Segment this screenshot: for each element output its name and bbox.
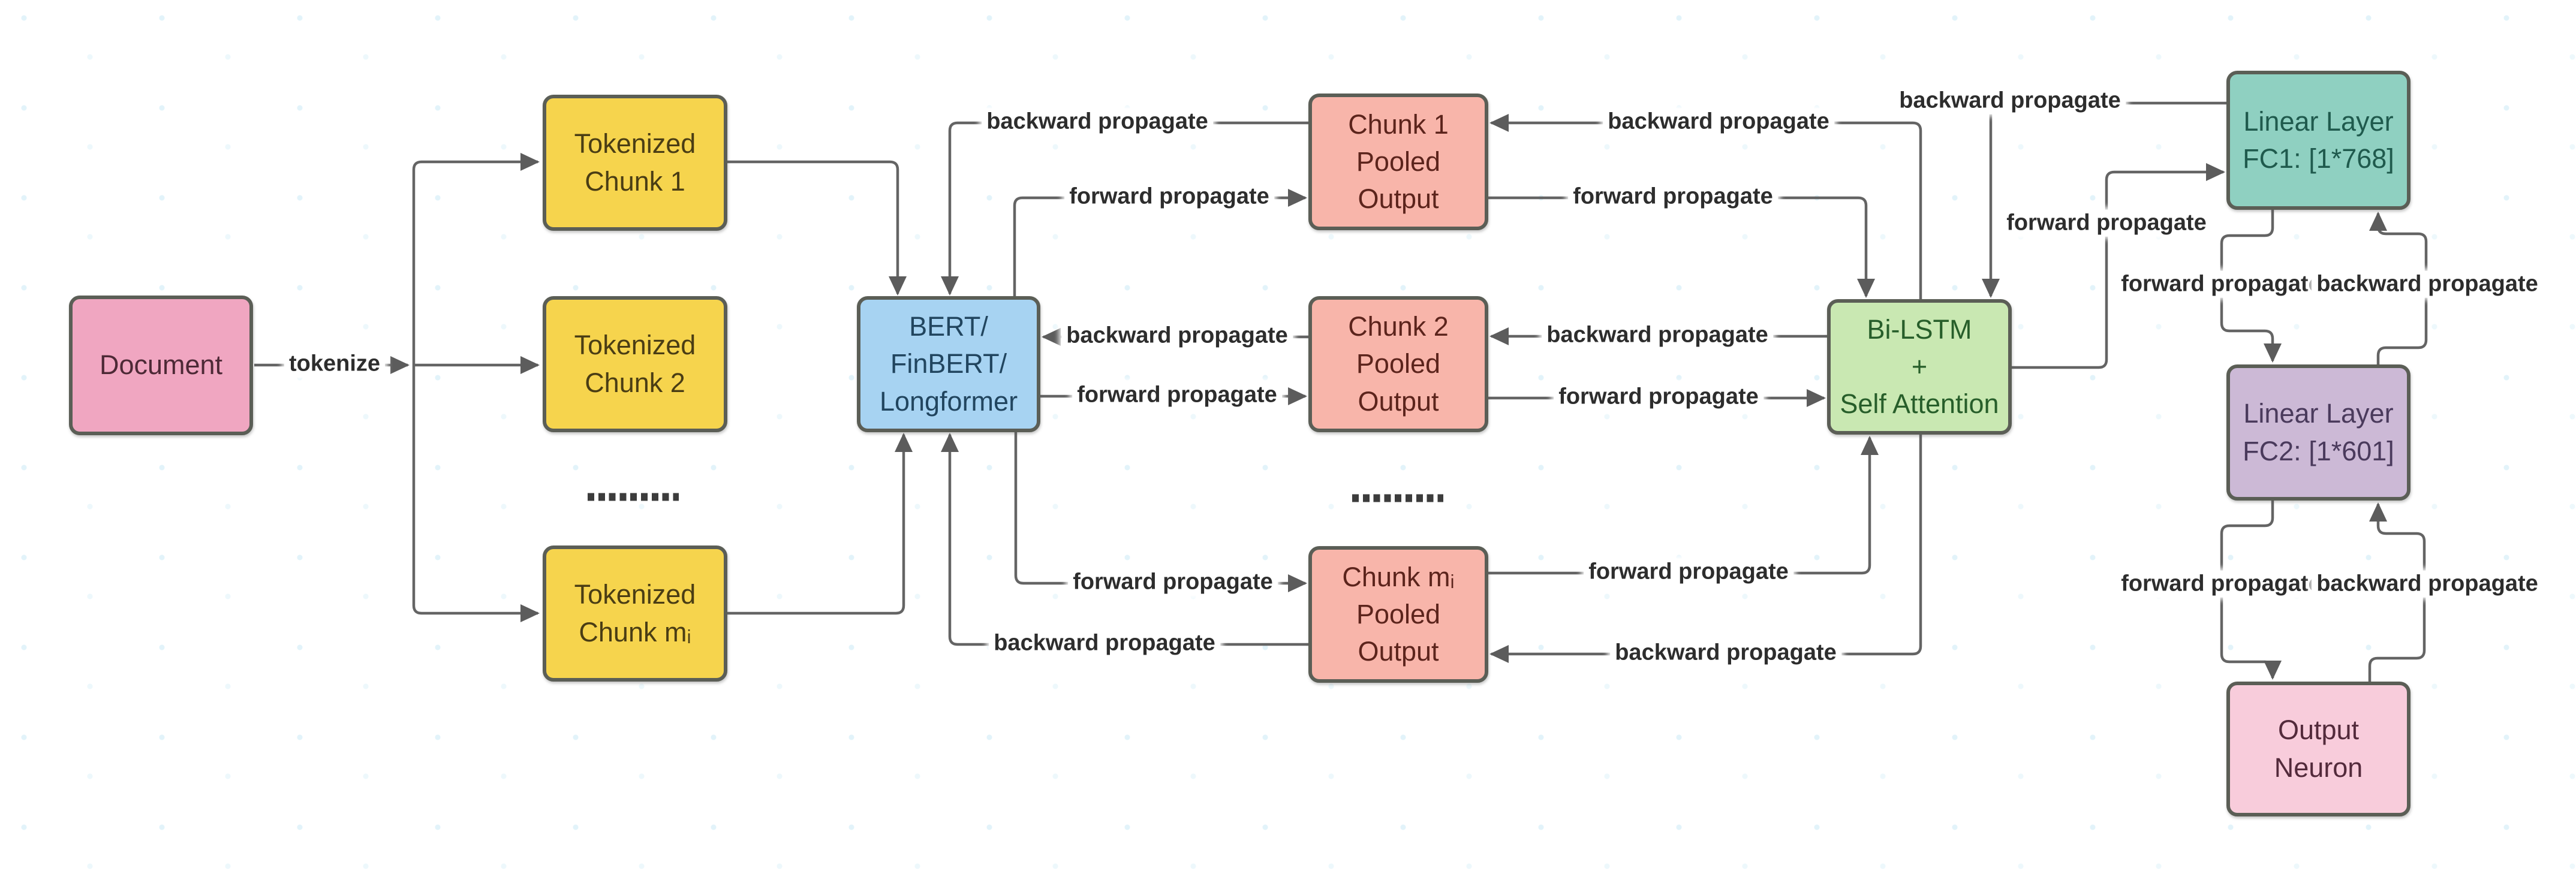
ellipsis-dashes-tokenized-ellipsis bbox=[588, 493, 679, 501]
edge-label-pool2-forward-to-bilstm: forward propagate bbox=[1554, 383, 1764, 411]
edge-label-pool1-backward-to-bert: backward propagate bbox=[982, 108, 1213, 135]
node-bilstm: Bi-LSTM + Self Attention bbox=[1827, 299, 2012, 435]
edge-bert-forward-to-poolm bbox=[1014, 432, 1307, 592]
edge-chunk1-to-bert bbox=[727, 160, 907, 296]
edge-pool1-backward-to-bert bbox=[941, 121, 1308, 296]
edge-label-fc2-forward-to-output: forward propagate bbox=[2116, 570, 2326, 598]
edge-branch-to-chunkm bbox=[412, 365, 540, 622]
edge-label-fc1-backward-to-bilstm: backward propagate bbox=[1894, 87, 2126, 114]
edge-label-poolm-forward-to-bilstm: forward propagate bbox=[1584, 558, 1793, 586]
node-label: Tokenized Chunk 1 bbox=[574, 128, 696, 197]
edge-label-bert-forward-to-pool2: forward propagate bbox=[1072, 381, 1282, 409]
node-chunk-m-pooled-output: Chunk mᵢ Pooled Output bbox=[1308, 546, 1488, 683]
edge-label-output-backward-to-fc2: backward propagate bbox=[2312, 570, 2543, 598]
edge-label-bilstm-backward-to-pool2: backward propagate bbox=[1542, 321, 1773, 349]
edge-label-tokenize: tokenize bbox=[284, 350, 386, 378]
edge-poolm-backward-to-bert bbox=[941, 433, 1308, 646]
node-label: BERT/ FinBERT/ Longformer bbox=[879, 311, 1018, 417]
edge-label-fc1-forward-to-fc2: forward propagate bbox=[2116, 270, 2326, 298]
edge-chunkm-to-bert bbox=[727, 433, 913, 615]
node-chunk-2-pooled-output: Chunk 2 Pooled Output bbox=[1308, 296, 1488, 432]
edge-label-poolm-backward-to-bert: backward propagate bbox=[989, 629, 1220, 657]
node-tokenized-chunk-2: Tokenized Chunk 2 bbox=[543, 296, 727, 432]
edge-label-bert-forward-to-poolm: forward propagate bbox=[1068, 568, 1278, 596]
edge-poolm-forward-to-bilstm bbox=[1488, 436, 1879, 575]
edge-pool1-forward-to-bilstm bbox=[1488, 196, 1875, 298]
node-output-neuron: Output Neuron bbox=[2226, 682, 2411, 816]
edge-label-bilstm-backward-to-poolm: backward propagate bbox=[1610, 639, 1841, 667]
edge-label-bilstm-forward-to-fc1: forward propagate bbox=[2002, 209, 2211, 237]
edge-label-pool1-forward-to-bilstm: forward propagate bbox=[1568, 183, 1778, 210]
edge-bilstm-backward-to-poolm bbox=[1489, 435, 1922, 663]
edge-fc1-backward-to-bilstm bbox=[1982, 101, 2226, 298]
edge-label-pool2-backward-to-bert: backward propagate bbox=[1061, 322, 1293, 349]
node-tokenized-chunk-1: Tokenized Chunk 1 bbox=[543, 95, 727, 231]
node-label: Bi-LSTM + Self Attention bbox=[1840, 314, 1999, 420]
node-tokenized-chunk-m: Tokenized Chunk mᵢ bbox=[543, 546, 727, 682]
ellipsis-dashes-pooled-ellipsis bbox=[1352, 494, 1443, 502]
node-label: Linear Layer FC2: [1*601] bbox=[2243, 398, 2394, 466]
node-linear-layer-fc1: Linear Layer FC1: [1*768] bbox=[2226, 71, 2411, 210]
edge-bilstm-backward-to-pool1 bbox=[1489, 114, 1922, 299]
edge-label-bert-forward-to-pool1: forward propagate bbox=[1064, 183, 1274, 210]
node-label: Chunk 1 Pooled Output bbox=[1348, 109, 1449, 215]
edge-label-bilstm-backward-to-pool1: backward propagate bbox=[1603, 108, 1834, 135]
edge-branch-to-chunk1 bbox=[412, 153, 540, 365]
edge-label-fc2-backward-to-fc1: backward propagate bbox=[2312, 270, 2543, 298]
node-linear-layer-fc2: Linear Layer FC2: [1*601] bbox=[2226, 364, 2411, 501]
node-label: Output Neuron bbox=[2274, 715, 2363, 783]
node-label: Chunk 2 Pooled Output bbox=[1348, 311, 1449, 417]
node-bert: BERT/ FinBERT/ Longformer bbox=[857, 296, 1040, 432]
node-label: Chunk mᵢ Pooled Output bbox=[1342, 561, 1455, 667]
node-label: Linear Layer FC1: [1*768] bbox=[2243, 106, 2394, 174]
node-chunk-1-pooled-output: Chunk 1 Pooled Output bbox=[1308, 94, 1488, 230]
node-label: Document bbox=[99, 349, 223, 381]
edge-bert-forward-to-pool1 bbox=[1013, 189, 1307, 296]
node-label: Tokenized Chunk 2 bbox=[574, 330, 696, 398]
edge-bilstm-forward-to-fc1 bbox=[2012, 163, 2225, 369]
node-label: Tokenized Chunk mᵢ bbox=[574, 579, 696, 647]
node-document: Document bbox=[69, 296, 253, 435]
